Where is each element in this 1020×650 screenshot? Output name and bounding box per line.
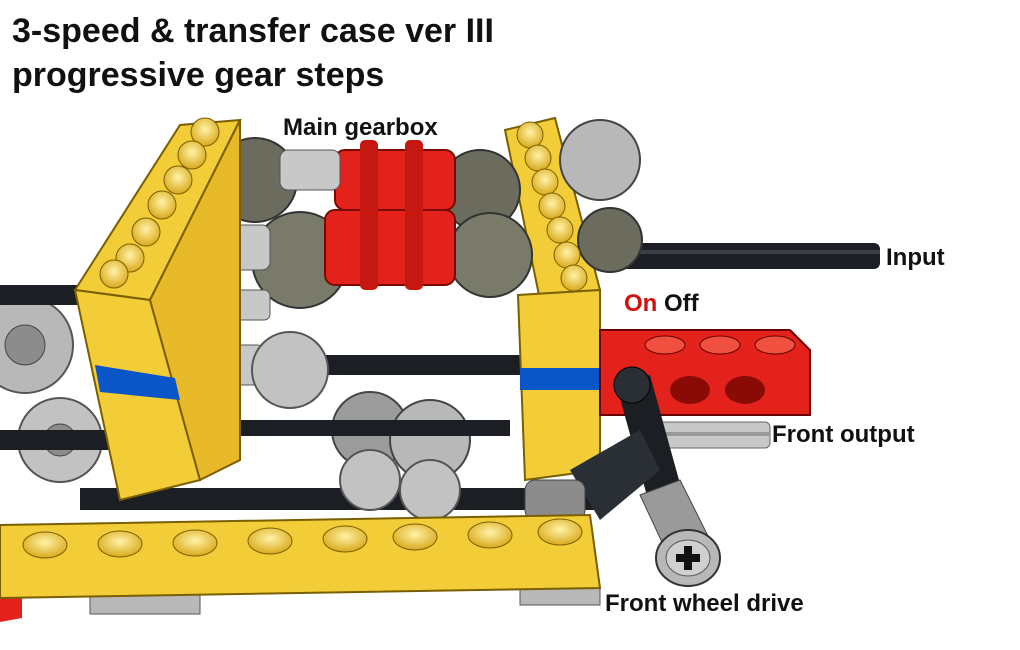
front-yellow-beam bbox=[0, 513, 602, 600]
off-label: Off bbox=[664, 290, 699, 317]
left-yellow-beam bbox=[73, 117, 242, 502]
right-beam-studs bbox=[516, 121, 588, 292]
red-shift-rings bbox=[324, 140, 456, 290]
lower-gears bbox=[230, 331, 510, 521]
input-label: Input bbox=[886, 244, 945, 271]
front-wheel-drive-label: Front wheel drive bbox=[605, 590, 804, 617]
input-axle bbox=[600, 243, 880, 269]
on-off-label: On Off bbox=[624, 292, 699, 316]
front-wheel-drive-pin bbox=[639, 479, 721, 587]
front-output-label: Front output bbox=[772, 421, 915, 448]
main-gearbox-label: Main gearbox bbox=[283, 114, 438, 141]
on-label: On bbox=[624, 290, 658, 317]
title-line-2: progressive gear steps bbox=[12, 56, 385, 94]
title-line-1: 3-speed & transfer case ver III bbox=[12, 12, 494, 50]
